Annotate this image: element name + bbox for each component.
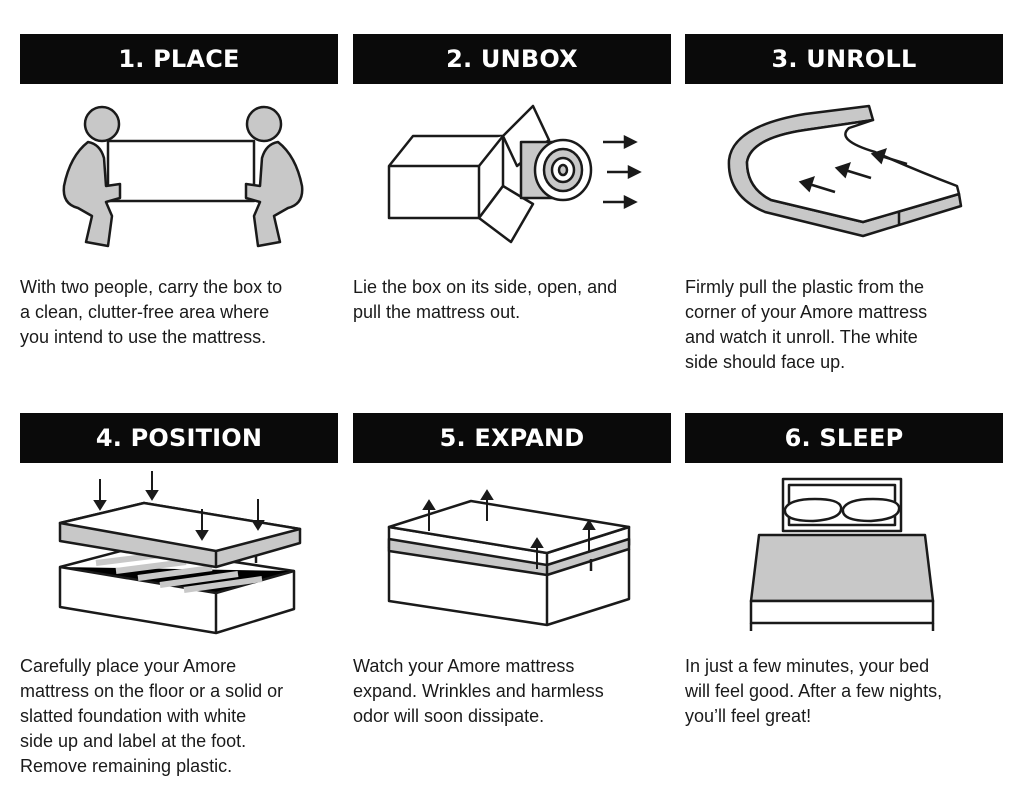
box-unboxing-icon	[353, 96, 671, 266]
step-description: In just a few minutes, your bed will fee…	[685, 656, 943, 726]
mattress-unroll-icon	[685, 96, 1003, 266]
step-expand: 5. EXPAND Watch your Amore mattr	[353, 413, 671, 726]
step-title: 1. PLACE	[20, 34, 338, 84]
step-title: 2. UNBOX	[353, 34, 671, 84]
step-title: 3. UNROLL	[685, 34, 1003, 84]
step-description: Watch your Amore mattress expand. Wrinkl…	[353, 656, 604, 726]
step-unbox: 2. UNBOX	[353, 34, 671, 322]
step-title: 5. EXPAND	[353, 413, 671, 463]
mattress-expand-icon	[353, 475, 671, 645]
step-description: Lie the box on its side, open, and pull …	[353, 277, 618, 322]
step-description: With two people, carry the box to a clea…	[20, 277, 283, 347]
step-unroll: 3. UNROLL Firmly pull the plastic from t…	[685, 34, 1003, 372]
two-people-carrying-icon	[20, 96, 338, 266]
step-place: 1. PLACE With two people, carry the box …	[20, 34, 338, 347]
step-description: Carefully place your Amore mattress on t…	[20, 656, 284, 776]
step-title: 4. POSITION	[20, 413, 338, 463]
step-description: Firmly pull the plastic from the corner …	[685, 277, 928, 372]
mattress-position-icon	[20, 467, 338, 637]
step-position: 4. POSITION	[20, 413, 338, 776]
step-sleep: 6. SLEEP In just a few minutes, your bed…	[685, 413, 1003, 726]
bed-icon	[685, 475, 1003, 645]
step-title: 6. SLEEP	[685, 413, 1003, 463]
